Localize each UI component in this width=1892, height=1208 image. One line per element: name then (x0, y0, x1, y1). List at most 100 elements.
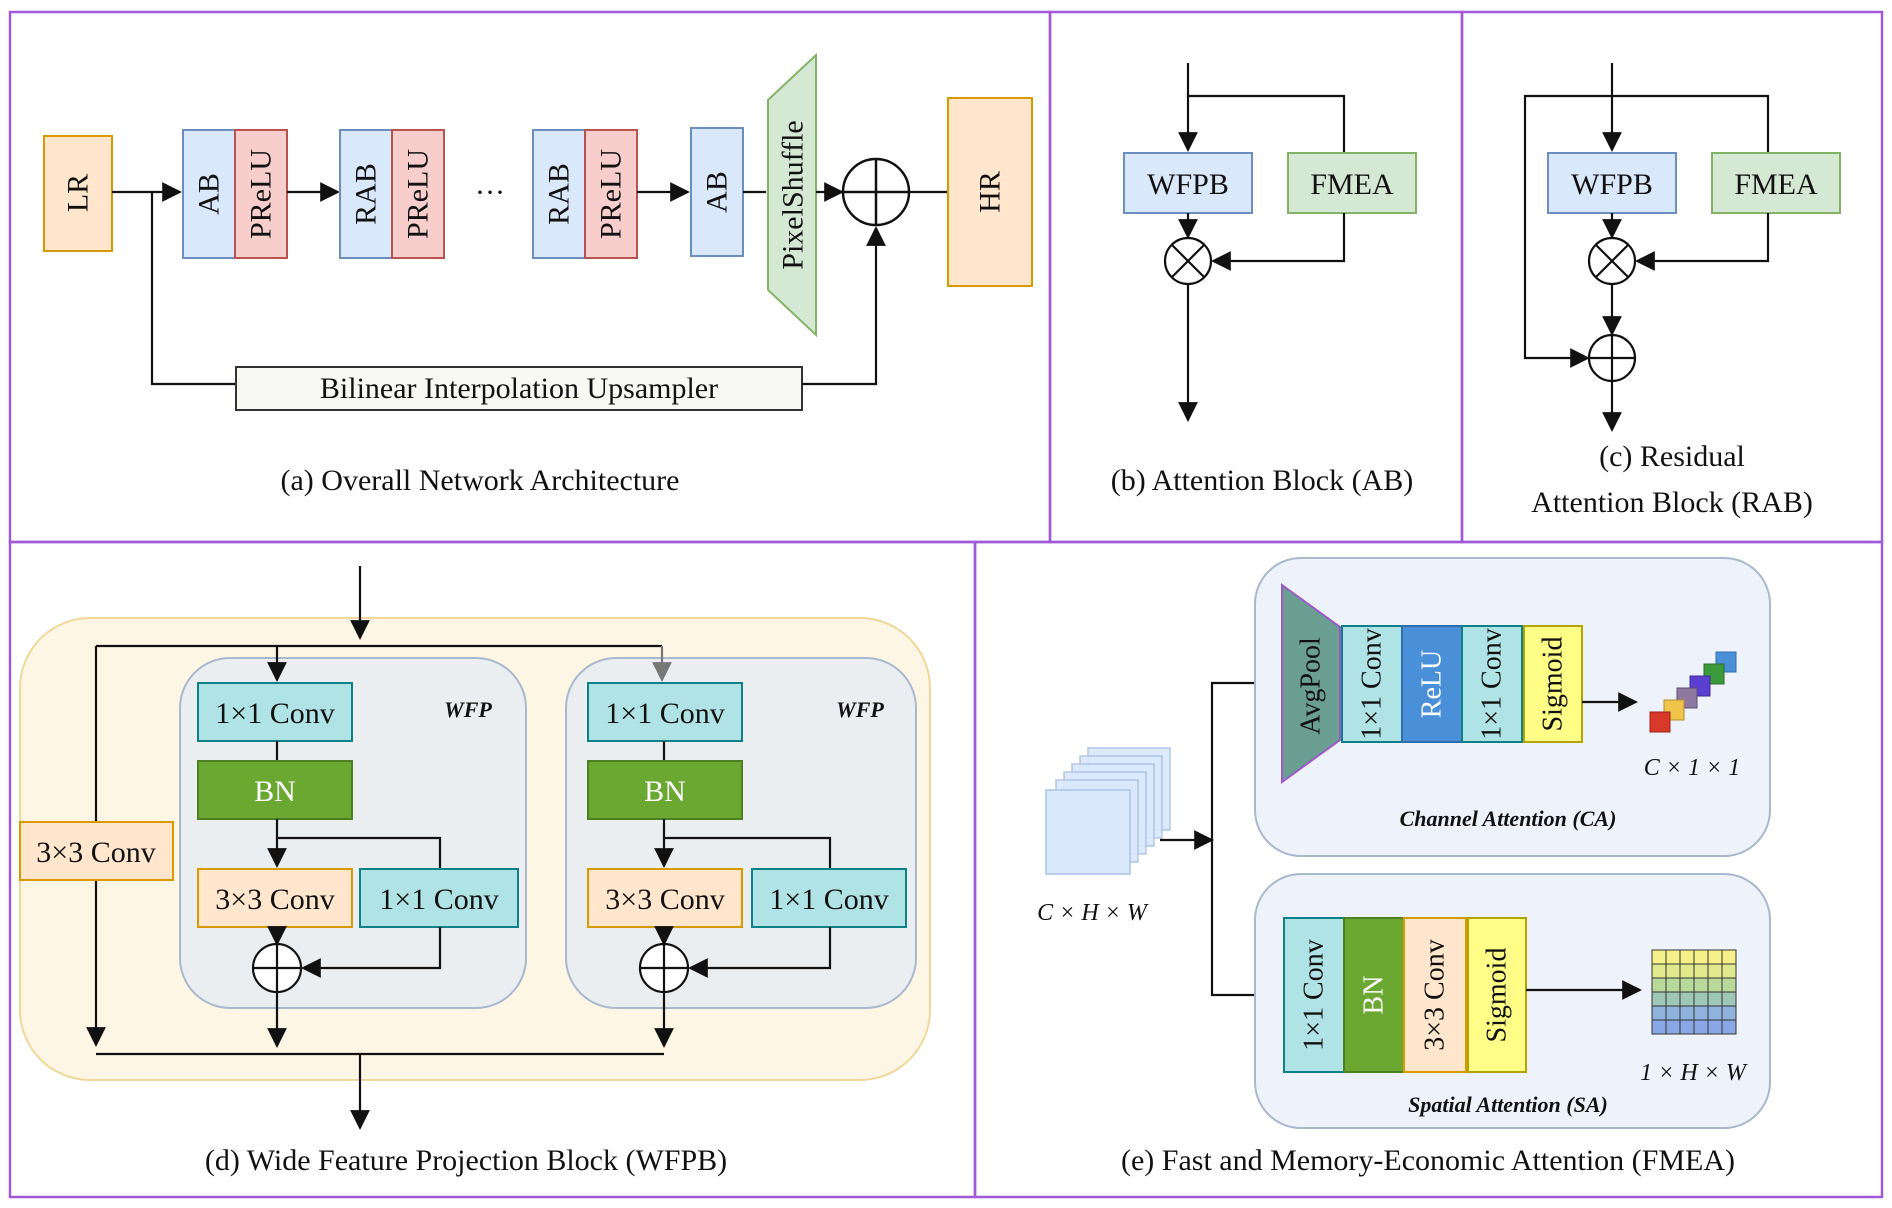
fmea-box-b (1287, 152, 1417, 214)
rab-box-2 (532, 129, 586, 259)
wfp2-conv3x3-label: 3×3 Conv (605, 883, 724, 916)
spatial-map-cell (1665, 1005, 1681, 1021)
spatial-map-cell (1679, 991, 1695, 1007)
rab-label-2: RAB (543, 163, 576, 225)
spatial-map-cell (1651, 1005, 1667, 1021)
ca-relu-label: ReLU (1417, 650, 1448, 718)
wfp1-bn-label: BN (254, 775, 296, 808)
prelu-box-1 (234, 129, 288, 259)
spatial-map-cell (1679, 1005, 1695, 1021)
spatial-map-cell (1679, 949, 1695, 965)
rab-box-1 (339, 129, 393, 259)
spatial-map-cell (1679, 963, 1695, 979)
avgpool-block (1281, 583, 1341, 784)
prelu-box-2 (391, 129, 445, 259)
wfp2-conv1x1-side-label: 1×1 Conv (769, 883, 888, 916)
fmea-label-b: FMEA (1310, 168, 1394, 201)
fmea-label-c: FMEA (1734, 168, 1818, 201)
spatial-map-cell (1707, 963, 1723, 979)
conv3x3-side-label: 3×3 Conv (36, 836, 155, 869)
add-icon (841, 157, 911, 227)
ellipsis: ··· (475, 176, 505, 209)
spatial-map-cell (1665, 1019, 1681, 1035)
spatial-map-cell (1665, 949, 1681, 965)
rab-label-1: RAB (350, 163, 383, 225)
panel-c-caption-line1: (c) Residual (1599, 440, 1745, 473)
sa-conv1x1-label: 1×1 Conv (1299, 939, 1330, 1050)
spatial-map-cell (1721, 1005, 1737, 1021)
wfp1-conv3x3 (197, 868, 353, 928)
spatial-map-icon (1651, 949, 1737, 1035)
spatial-map-cell (1707, 977, 1723, 993)
avgpool-label: AvgPool (1296, 637, 1327, 735)
sa-dims-label: 1 × H × W (1640, 1060, 1748, 1086)
lr-box (43, 135, 113, 252)
spatial-map-cell (1651, 991, 1667, 1007)
panel-c-caption-line2: Attention Block (RAB) (1531, 486, 1813, 519)
spatial-map-cell (1693, 1019, 1709, 1035)
panel-e-caption: (e) Fast and Memory-Economic Attention (… (1121, 1144, 1735, 1177)
wfp1-conv1x1-top (197, 682, 353, 742)
spatial-map-cell (1721, 1019, 1737, 1035)
channel-weights-icon (1649, 651, 1737, 733)
ca-dims-label: C × 1 × 1 (1644, 755, 1740, 781)
spatial-map-cell (1665, 963, 1681, 979)
spatial-map-cell (1651, 977, 1667, 993)
ca-conv1x1-b (1461, 625, 1523, 743)
conv3x3-side (19, 821, 174, 881)
wfp-label-2: WFP (836, 697, 884, 722)
spatial-map-cell (1693, 949, 1709, 965)
wfp1-add-icon (251, 942, 303, 994)
wfp2-conv3x3 (587, 868, 743, 928)
spatial-map-cell (1693, 991, 1709, 1007)
wfp1-conv3x3-label: 3×3 Conv (215, 883, 334, 916)
wfp1-bn (197, 760, 353, 820)
prelu-label-2: PReLU (402, 149, 435, 239)
panel-b-attention-block: WFPB FMEA (b) Attention Block (AB) (1111, 63, 1417, 497)
panel-frames (8, 10, 1884, 1199)
spatial-map-cell (1679, 1019, 1695, 1035)
wfpb-label-b: WFPB (1147, 168, 1229, 201)
spatial-map-cell (1707, 1019, 1723, 1035)
spatial-map-cell (1665, 977, 1681, 993)
wfpb-box-c (1547, 152, 1677, 214)
wfp-label-1: WFP (444, 697, 492, 722)
panel-b-caption: (b) Attention Block (AB) (1111, 464, 1413, 497)
ca-title: Channel Attention (CA) (1400, 806, 1617, 831)
wfp2-add-icon (638, 942, 690, 994)
spatial-map-cell (1665, 991, 1681, 1007)
sa-sigmoid (1467, 917, 1527, 1073)
hr-box (947, 97, 1033, 287)
ca-sigmoid (1523, 625, 1583, 743)
pixelshuffle-label: PixelShuffle (777, 120, 810, 269)
spatial-map-cell (1651, 1019, 1667, 1035)
sa-bn (1343, 917, 1405, 1073)
spatial-map-cell (1721, 977, 1737, 993)
prelu-label-1: PReLU (245, 149, 278, 239)
panel-e-fmea: C × H × W AvgPool 1×1 Conv ReLU 1×1 Conv… (1037, 557, 1771, 1177)
wfp1-conv1x1-top-label: 1×1 Conv (215, 697, 334, 730)
spatial-map-cell (1679, 977, 1695, 993)
spatial-map-cell (1707, 1005, 1723, 1021)
panel-a-overall-architecture: LR AB PReLU RAB PReLU ··· RAB PReLU AB P… (43, 52, 1033, 497)
spatial-map-cell (1693, 1005, 1709, 1021)
add-icon-c (1587, 333, 1637, 383)
spatial-map-cell (1693, 963, 1709, 979)
ab-label-1: AB (193, 173, 226, 215)
wfpb-box-b (1123, 152, 1253, 214)
ca-conv1x1-a (1341, 625, 1403, 743)
multiply-icon-c (1587, 236, 1637, 286)
wfpb-label-c: WFPB (1571, 168, 1653, 201)
spatial-map-cell (1721, 963, 1737, 979)
spatial-map-cell (1651, 949, 1667, 965)
sa-title: Spatial Attention (SA) (1408, 1092, 1608, 1117)
wfp2-bn (587, 760, 743, 820)
spatial-map-cell (1721, 991, 1737, 1007)
lr-label: LR (62, 174, 95, 212)
sa-conv3x3 (1403, 917, 1467, 1073)
prelu-label-3: PReLU (595, 149, 628, 239)
wfp1-conv1x1-side-label: 1×1 Conv (379, 883, 498, 916)
sa-conv1x1 (1283, 917, 1345, 1073)
ca-sigmoid-label: Sigmoid (1538, 637, 1569, 732)
spatial-map-cell (1721, 949, 1737, 965)
